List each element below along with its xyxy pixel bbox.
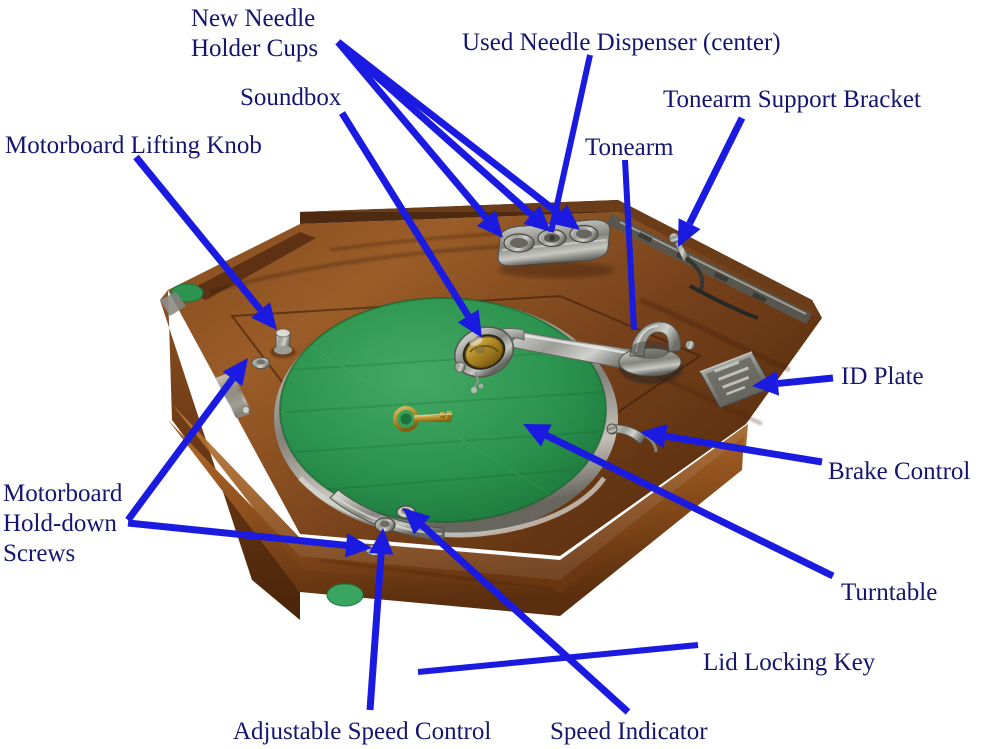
motorboard-lifting-knob <box>270 328 296 358</box>
cabinet-left-side <box>160 290 300 620</box>
label-soundbox: Soundbox <box>240 84 342 111</box>
control-linkage-rod <box>689 284 759 320</box>
hold-down-screw-front-left <box>365 544 385 556</box>
label-turntable: Turntable <box>841 579 938 606</box>
soundbox <box>453 326 515 393</box>
label-speed-indicator: Speed Indicator <box>550 718 708 745</box>
label-tonearm: Tonearm <box>585 134 674 161</box>
label-new-needle-holder-cups: New Needle Holder Cups <box>191 5 319 62</box>
id-plate <box>685 340 773 409</box>
id-plate-engraving <box>714 360 750 396</box>
tonearm-assembly <box>453 232 759 393</box>
turntable-felt <box>280 298 606 522</box>
label-motorboard-hold-down-screws: Motorboard Hold-down Screws <box>3 480 123 567</box>
label-id-plate: ID Plate <box>841 363 924 390</box>
label-lid-locking-key: Lid Locking Key <box>703 649 876 676</box>
label-used-needle-dispenser: Used Needle Dispenser (center) <box>462 29 781 56</box>
lid-locking-key <box>393 406 453 432</box>
motorboard-screw <box>685 340 695 350</box>
label-tonearm-support-bracket: Tonearm Support Bracket <box>663 86 921 113</box>
hold-down-screw-upper-left <box>251 357 271 369</box>
tonearm-support-bracket <box>668 232 705 293</box>
corner-felt-pad-front <box>326 583 364 607</box>
tonearm-base <box>618 321 683 384</box>
soundbox-needle-screw <box>454 361 466 373</box>
label-adjustable-speed-control: Adjustable Speed Control <box>233 718 492 745</box>
label-brake-control: Brake Control <box>828 458 971 485</box>
label-motorboard-lifting-knob: Motorboard Lifting Knob <box>5 132 262 159</box>
